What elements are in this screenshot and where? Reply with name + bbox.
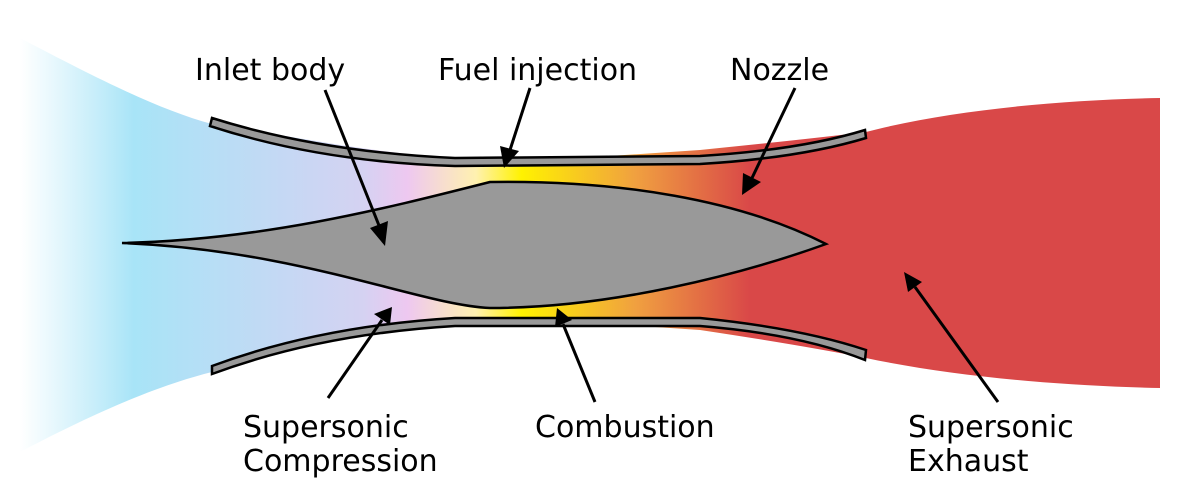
label-supersonic-compression-line1: Supersonic (243, 410, 409, 445)
arrow-inlet-body (323, 89, 382, 229)
arrowhead-combustion (555, 308, 572, 327)
arrow-nozzle (750, 87, 797, 179)
arrowheads (370, 146, 922, 327)
arrowhead-supersonic-exhaust (904, 272, 922, 292)
label-supersonic-exhaust-line1: Supersonic (908, 410, 1074, 445)
inlet-body-shape (121, 180, 830, 310)
label-supersonic-compression-line2: Compression (243, 444, 438, 479)
label-nozzle: Nozzle (730, 53, 829, 88)
label-supersonic-exhaust-line2: Exhaust (908, 444, 1029, 479)
label-inlet-body: Inlet body (195, 53, 345, 88)
label-fuel-injection: Fuel injection (438, 53, 637, 88)
arrow-fuel-injection (508, 87, 532, 151)
arrow-supersonic-exhaust (913, 286, 1000, 403)
arrowhead-fuel-injection (500, 146, 519, 168)
arrowhead-nozzle (742, 173, 761, 195)
arrowhead-inlet-body (370, 221, 388, 246)
label-arrows (323, 87, 1000, 403)
arrow-combustion (561, 323, 597, 403)
arrowhead-supersonic-compression (374, 307, 392, 325)
arrow-supersonic-compression (326, 319, 384, 399)
label-combustion: Combustion (535, 410, 715, 445)
